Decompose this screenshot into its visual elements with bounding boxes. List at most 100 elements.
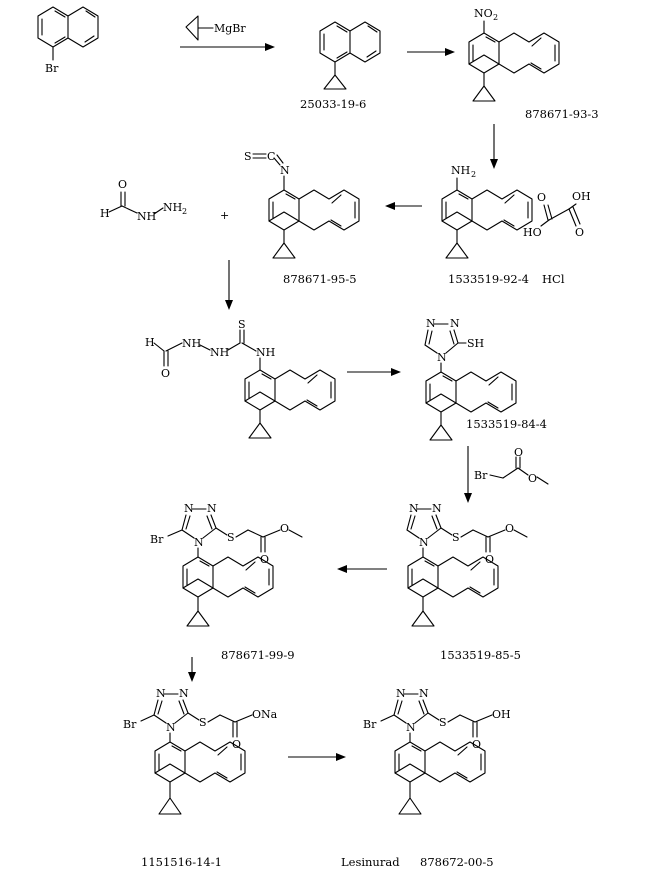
aromatic-double-bond: [458, 193, 469, 200]
ring-bond: [422, 699, 429, 714]
aromatic-double-bond: [307, 374, 318, 384]
naphthalene-ring: [407, 556, 499, 598]
sodium-carboxylate: ONa: [252, 708, 278, 721]
triazole-n2: N: [207, 502, 217, 515]
nitro-subscript: 2: [493, 13, 498, 22]
aromatic-double-bond: [457, 746, 468, 756]
c-o-double-bond: [568, 208, 577, 227]
ring-bond: [445, 342, 459, 354]
cyclopropyl-ring: [398, 797, 422, 815]
triazole-n1: N: [396, 687, 406, 700]
naphthalene-ring: [37, 6, 99, 48]
c-oh-bond: [540, 219, 550, 227]
reagent-cyclopropyl-magnesium-bromide: MgBr: [185, 15, 246, 41]
carbonyl-oxygen: O: [472, 738, 481, 751]
triazole-n4: N: [437, 351, 447, 364]
cyclopropyl-ring: [429, 424, 453, 441]
ring-bond: [153, 714, 167, 724]
ring-bond: [414, 712, 429, 724]
naphthalene-ring-c: [394, 772, 426, 783]
hydrogen-atom: H: [100, 207, 110, 220]
bromine-atom: Br: [123, 718, 137, 731]
nh-group: NH: [182, 337, 201, 350]
c-br-bond: [167, 529, 183, 537]
aromatic-double-bond: [336, 25, 348, 33]
carbonyl-oxygen: O: [485, 553, 494, 566]
ring-bond: [424, 329, 429, 346]
naphthalene-ring-c: [441, 220, 473, 231]
s-c-bond: [447, 714, 461, 723]
sulfur-atom: S: [439, 716, 447, 729]
c-s-bond: [215, 527, 228, 536]
bromine-atom: Br: [45, 62, 59, 75]
aromatic-double-bond: [244, 586, 256, 594]
aromatic-double-bond: [531, 37, 542, 47]
compound-7-triazole-thiol: N N N SH 1533519-84-4: [424, 317, 547, 441]
nh-group: NH: [137, 210, 156, 223]
aromatic-double-bond: [487, 401, 499, 409]
aromatic-double-bond: [216, 771, 228, 779]
aromatic-double-bond: [330, 219, 342, 227]
compound-3-nitro-cyclopropylnaphthalene: NO 2 878671-93-3: [468, 7, 599, 121]
triazole-n2: N: [419, 687, 429, 700]
ring-bond: [427, 527, 442, 539]
aromatic-double-bond: [485, 36, 496, 43]
aromatic-double-bond: [285, 193, 296, 200]
aromatic-double-bond: [331, 194, 342, 204]
aromatic-double-bond: [424, 560, 435, 567]
triazole-n4: N: [194, 536, 204, 549]
compound-6-thiosemicarbazide: H O NH NH S NH: [145, 318, 336, 439]
carbonyl-oxygen: O: [260, 553, 269, 566]
c-o-bond: [517, 467, 529, 476]
ring-bond: [406, 529, 420, 539]
c-oh-bond: [474, 714, 493, 723]
reaction-arrow-3: [490, 124, 498, 169]
cyclopropyl-ring: [272, 242, 296, 259]
reaction-arrow-9: [188, 657, 196, 682]
hcl-label: HCl: [542, 272, 565, 286]
c-c-bond: [247, 529, 264, 538]
naphthalene-ring-c: [182, 587, 214, 598]
c-o-bond: [487, 529, 506, 538]
naphthalene-ring: [244, 369, 336, 411]
c-c-bond: [502, 467, 519, 479]
triazole-n4: N: [166, 721, 176, 734]
formylhydrazine: O H NH NH 2: [100, 178, 187, 223]
carbonyl-oxygen: O: [118, 178, 127, 191]
c-n-bond: [121, 205, 138, 214]
ring-double-bond: [185, 515, 191, 530]
carbon-atom: C: [267, 150, 275, 163]
ester-oxygen: O: [280, 522, 289, 535]
amine-group: NH: [451, 164, 470, 177]
reaction-arrow-5: [225, 260, 233, 310]
n-c-bond: [227, 342, 241, 351]
o-methyl-bond: [536, 476, 549, 485]
naphthalene-ring-c: [468, 63, 500, 74]
aromatic-double-bond: [503, 219, 515, 227]
ring-bond: [153, 699, 159, 716]
c-n-bond: [165, 342, 183, 352]
compound-8-thioacetate-ester: N N N S O O 1533519-85-5: [406, 502, 528, 662]
cyclopropyl-ring: [411, 610, 435, 627]
c-o-double-bond: [543, 204, 549, 221]
triazole-n1: N: [409, 502, 419, 515]
h-c-bond: [108, 205, 123, 213]
amine-group: NH: [163, 201, 182, 214]
sulfur-atom: S: [238, 318, 246, 331]
aromatic-double-bond: [504, 194, 515, 204]
ring-double-bond: [449, 330, 455, 345]
aromatic-double-bond: [488, 376, 499, 386]
bromine-atom: Br: [150, 533, 164, 546]
nh-group: NH: [256, 346, 275, 359]
c-c-bond: [219, 714, 236, 723]
lesinurad-name: Lesinurad: [341, 855, 400, 869]
aromatic-double-bond: [366, 50, 377, 58]
cas-label-1533519-84-4: 1533519-84-4: [466, 417, 547, 431]
cyclopropyl-ring: [248, 422, 272, 439]
triazole-n4: N: [419, 536, 429, 549]
naphthalene-ring: [154, 741, 246, 783]
nitro-group: NO: [474, 7, 493, 20]
ring-double-bond: [157, 700, 163, 715]
naphthalene-ring: [394, 741, 486, 783]
c-oh-bond: [568, 203, 577, 210]
